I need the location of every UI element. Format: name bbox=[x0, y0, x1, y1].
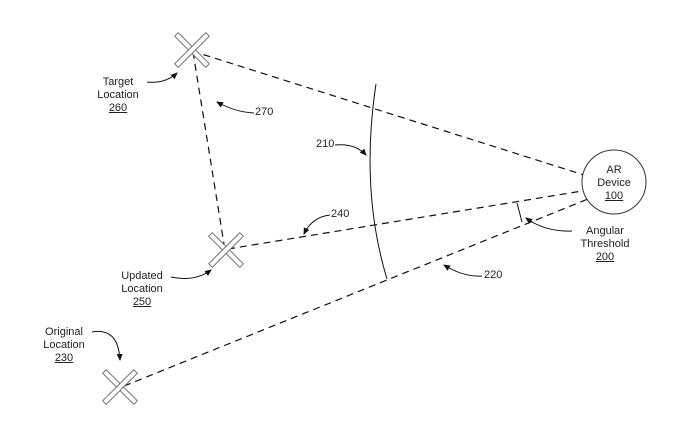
target-line1: Target bbox=[102, 76, 134, 88]
leader-230 bbox=[91, 330, 123, 361]
original-ref: 230 bbox=[54, 352, 74, 364]
threshold-line1: Angular bbox=[586, 225, 624, 237]
updated-ref: 250 bbox=[132, 296, 152, 308]
original-line1: Original bbox=[45, 326, 83, 338]
leader-270 bbox=[216, 101, 255, 114]
angle-marker bbox=[516, 202, 523, 223]
updated-location-label: Updated Location 250 bbox=[112, 270, 172, 309]
updated-line1: Updated bbox=[121, 270, 163, 282]
ref-210: 210 bbox=[316, 138, 335, 150]
line-270-target-to-updated bbox=[192, 51, 225, 245]
ref-270: 270 bbox=[255, 106, 274, 118]
line-220-original-to-device bbox=[123, 198, 589, 387]
original-line2: Location bbox=[43, 339, 85, 351]
threshold-line2: Threshold bbox=[580, 238, 630, 250]
leader-250 bbox=[170, 269, 212, 279]
angular-threshold-label: Angular Threshold 200 bbox=[570, 225, 640, 264]
original-x-icon bbox=[102, 369, 138, 405]
target-location-label: Target Location 260 bbox=[88, 76, 148, 115]
leader-200 bbox=[525, 217, 573, 232]
target-ref: 260 bbox=[108, 102, 128, 114]
ref-240: 240 bbox=[331, 208, 350, 220]
ar-device-line2: Device bbox=[597, 177, 631, 189]
target-line2: Location bbox=[97, 89, 139, 101]
leader-220 bbox=[443, 264, 483, 277]
updated-line2: Location bbox=[121, 283, 163, 295]
target-x-icon bbox=[174, 32, 210, 68]
original-location-label: Original Location 230 bbox=[34, 326, 94, 365]
ar-device-circle bbox=[581, 149, 647, 215]
updated-x-icon bbox=[208, 232, 244, 268]
line-target-to-device bbox=[191, 50, 585, 176]
ar-device-line1: AR bbox=[606, 164, 622, 176]
threshold-ref: 200 bbox=[595, 251, 615, 263]
ar-device-label: AR Device 100 bbox=[584, 164, 644, 203]
leader-210 bbox=[334, 144, 367, 156]
ref-220: 220 bbox=[484, 269, 503, 281]
ar-device-ref: 100 bbox=[604, 190, 624, 202]
arc-210 bbox=[369, 83, 388, 280]
leader-260 bbox=[146, 72, 178, 83]
leader-240 bbox=[303, 214, 331, 235]
